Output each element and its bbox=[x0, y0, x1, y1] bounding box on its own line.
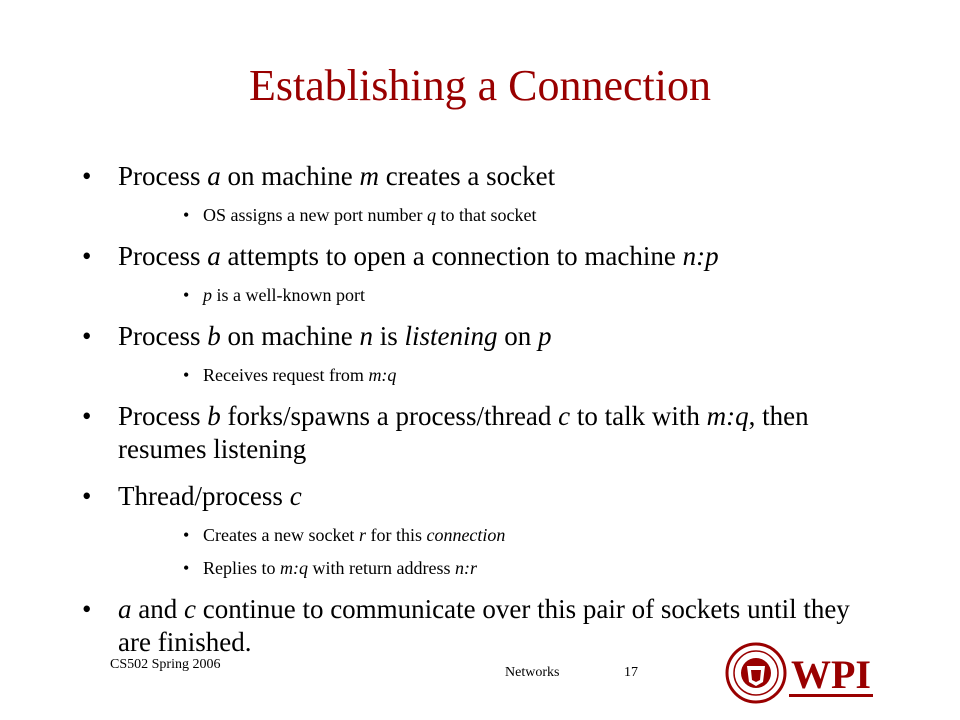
text-italic: b bbox=[207, 321, 221, 351]
text-italic: q bbox=[426, 205, 436, 225]
text: Process bbox=[118, 321, 208, 351]
text: with return address bbox=[308, 558, 455, 578]
text: Replies to bbox=[203, 558, 280, 578]
wpi-seal-icon bbox=[725, 642, 787, 704]
text: and bbox=[131, 594, 184, 624]
text-italic: m bbox=[359, 161, 379, 191]
bullet-5: Thread/process c bbox=[80, 480, 880, 513]
footer-section: Networks bbox=[505, 665, 560, 680]
wpi-logo: WPI bbox=[725, 642, 873, 704]
text-italic: c bbox=[558, 401, 571, 431]
text: on machine bbox=[220, 321, 360, 351]
text: , then resumes listening bbox=[118, 401, 809, 464]
bullet-2: Process a attempts to open a connection … bbox=[80, 240, 880, 273]
text: Receives request from bbox=[203, 365, 369, 385]
bullet-3: Process b on machine n is listening on p bbox=[80, 320, 880, 353]
text: continue to communicate over this pair o… bbox=[118, 594, 850, 657]
footer-course: CS502 Spring 2006 bbox=[110, 657, 221, 672]
text: Process bbox=[118, 241, 208, 271]
text-italic: c bbox=[183, 594, 196, 624]
text: attempts to open a connection to machine bbox=[220, 241, 683, 271]
text-italic: p bbox=[537, 321, 552, 351]
text: on machine bbox=[220, 161, 360, 191]
page-number: 17 bbox=[624, 665, 638, 680]
text-italic: p bbox=[203, 285, 212, 305]
text: OS assigns a new port number bbox=[203, 205, 427, 225]
text: Process bbox=[118, 161, 208, 191]
text-italic: b bbox=[207, 401, 221, 431]
text-italic: a bbox=[118, 594, 132, 624]
text: Process bbox=[118, 401, 208, 431]
text: Creates a new socket bbox=[203, 525, 359, 545]
text: is bbox=[372, 321, 405, 351]
sub-bullet-3: Receives request from m:q bbox=[183, 364, 880, 386]
sub-bullet-4: Creates a new socket r for this connecti… bbox=[183, 524, 880, 546]
text-italic: m:q bbox=[280, 558, 308, 578]
text-italic: connection bbox=[426, 525, 506, 545]
text-italic: a bbox=[207, 161, 221, 191]
text: for this bbox=[365, 525, 427, 545]
text-italic: m:q bbox=[368, 365, 397, 385]
text-italic: m:q bbox=[706, 401, 749, 431]
wpi-wordmark: WPI bbox=[791, 652, 871, 697]
text-italic: listening bbox=[404, 321, 498, 351]
text: creates a socket bbox=[378, 161, 556, 191]
sub-bullet-5: Replies to m:q with return address n:r bbox=[183, 557, 880, 579]
bullet-1: Process a on machine m creates a socket bbox=[80, 160, 880, 193]
text: Thread/process bbox=[118, 481, 290, 511]
text: on bbox=[497, 321, 538, 351]
text: to talk with bbox=[570, 401, 707, 431]
text-italic: n:r bbox=[454, 558, 477, 578]
bullet-4: Process b forks/spawns a process/thread … bbox=[80, 400, 880, 466]
sub-bullet-2: p is a well-known port bbox=[183, 284, 880, 306]
slide-body: Process a on machine m creates a socket … bbox=[80, 160, 880, 673]
text-italic: r bbox=[358, 525, 366, 545]
text: forks/spawns a process/thread bbox=[220, 401, 559, 431]
bullet-6: a and c continue to communicate over thi… bbox=[80, 593, 880, 659]
text-italic: a bbox=[207, 241, 221, 271]
slide-title: Establishing a Connection bbox=[249, 61, 711, 110]
text-italic: n:p bbox=[682, 241, 719, 271]
text-italic: n bbox=[359, 321, 373, 351]
text: to that socket bbox=[435, 205, 537, 225]
logo-underline bbox=[789, 694, 873, 697]
text-italic: c bbox=[289, 481, 302, 511]
text: is a well-known port bbox=[212, 285, 365, 305]
sub-bullet-1: OS assigns a new port number q to that s… bbox=[183, 204, 880, 226]
